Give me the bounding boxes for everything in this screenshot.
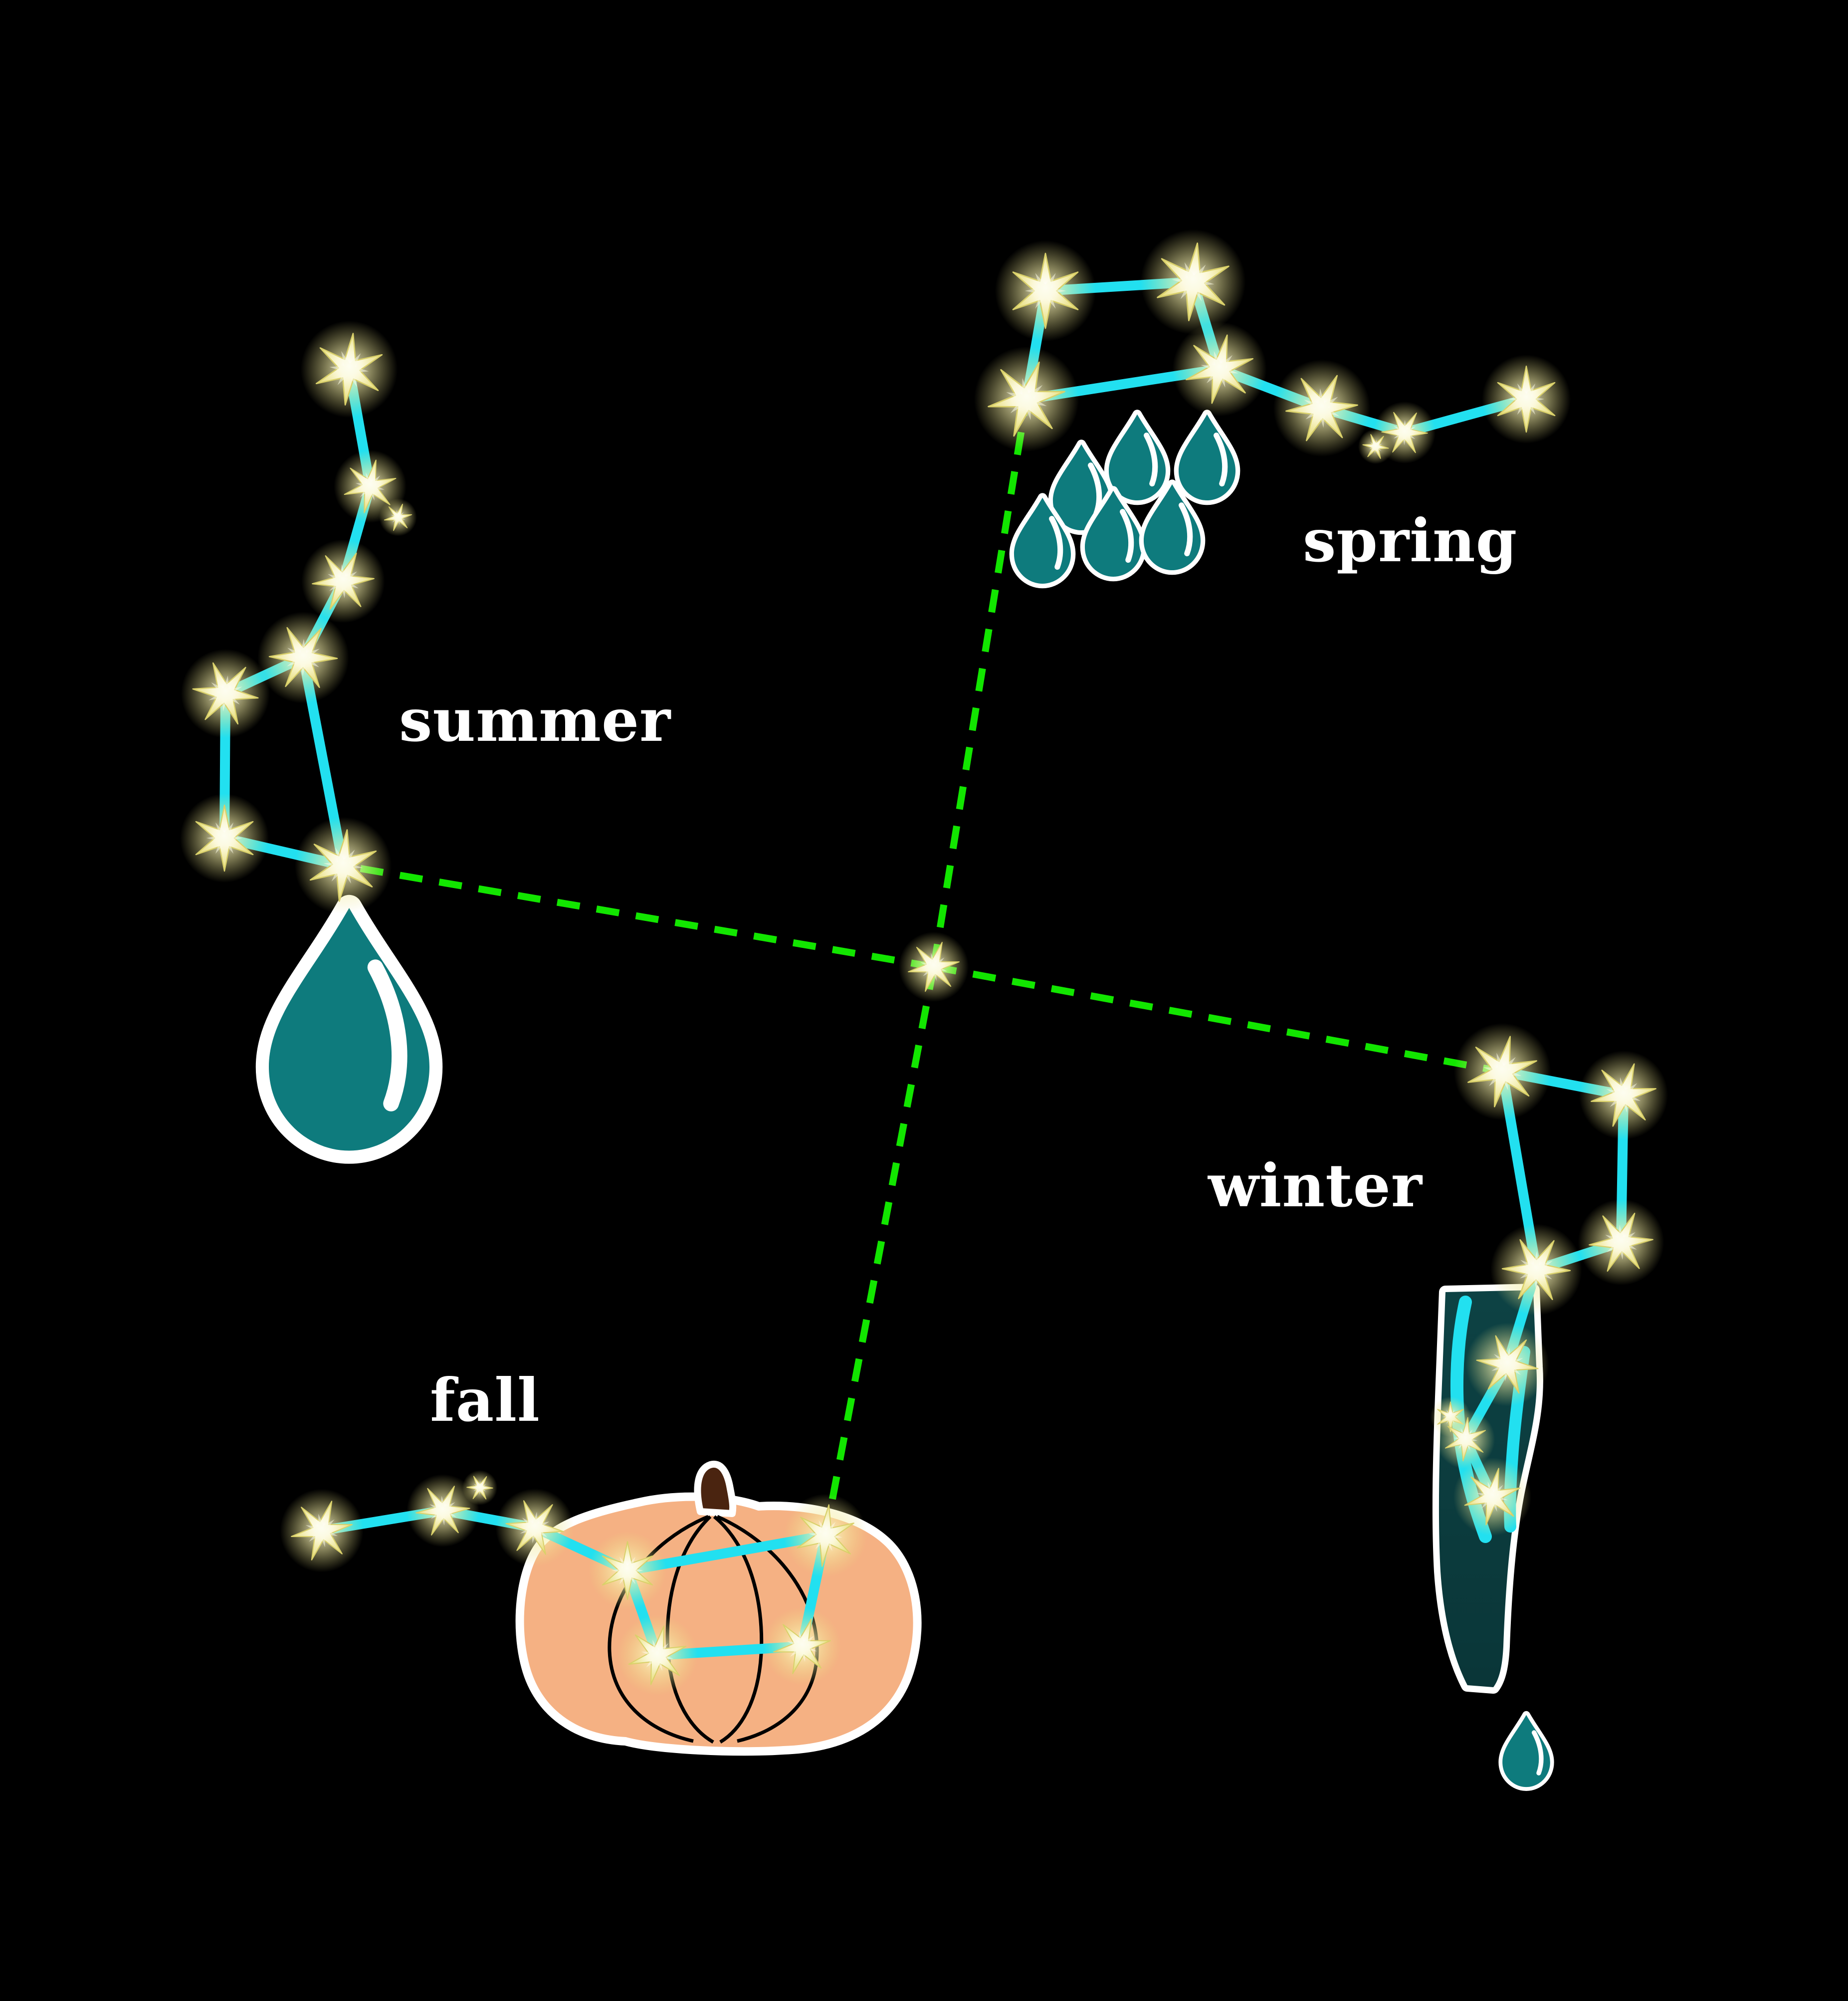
- star-wi2: [1579, 1050, 1668, 1140]
- star-fa4: [495, 1488, 574, 1567]
- constellation-stars-winter: [1430, 1023, 1668, 1536]
- hub-to-winter: [933, 963, 1503, 1075]
- star-su6: [181, 649, 270, 738]
- raindrop-icon-3: [1174, 410, 1240, 505]
- pointer-line-layer: [342, 398, 1503, 1537]
- raindrop-icon-2: [1104, 410, 1171, 505]
- star-wi7: [1436, 1409, 1495, 1469]
- season-label-winter: winter: [1208, 1151, 1423, 1220]
- star-fa3: [462, 1470, 498, 1506]
- star-wi4: [1490, 1224, 1582, 1316]
- season-label-fall: fall: [430, 1365, 540, 1435]
- star-su3: [379, 498, 417, 536]
- season-label-summer: summer: [399, 685, 671, 755]
- pole-star: [898, 931, 969, 1002]
- star-su8: [294, 817, 392, 914]
- star-su5: [257, 612, 349, 703]
- star-su1: [300, 320, 398, 418]
- star-fa5: [588, 1531, 667, 1610]
- star-wi8: [1453, 1457, 1532, 1536]
- star-su4: [301, 539, 385, 623]
- star-layer: [180, 229, 1668, 1696]
- icicle-melt-drop-icon: [1498, 1711, 1554, 1791]
- raindrop-icon-6: [1139, 479, 1206, 575]
- constellation-stars-fall: [280, 1470, 867, 1696]
- star-fa7: [617, 1615, 698, 1696]
- star-fa8: [763, 1607, 841, 1686]
- hub-to-spring: [930, 398, 1030, 968]
- star-sp3: [1172, 322, 1267, 417]
- star-sp7: [1358, 429, 1394, 464]
- season-label-spring: spring: [1303, 506, 1518, 575]
- raindrop-icon-4: [1009, 493, 1076, 589]
- star-su7: [180, 793, 269, 883]
- summer-waterdrop-icon: [255, 894, 443, 1164]
- star-sp8: [1481, 354, 1571, 444]
- star-sp1: [995, 240, 1096, 342]
- star-sp2: [1140, 229, 1246, 335]
- star-wi1: [1453, 1023, 1551, 1120]
- hub-to-summer: [342, 862, 935, 970]
- star-wi3: [1578, 1199, 1664, 1286]
- star-sp4: [974, 346, 1079, 452]
- star-sp5: [1273, 359, 1371, 457]
- raindrop-icon-5: [1080, 486, 1147, 582]
- raindrop-layer: [255, 410, 1554, 1791]
- star-fa6: [784, 1494, 867, 1577]
- constellation-stars-spring: [974, 229, 1571, 464]
- star-wi5: [1465, 1323, 1549, 1406]
- star-fa2: [407, 1474, 479, 1547]
- star-fa1: [280, 1489, 364, 1572]
- hub-to-fall: [822, 966, 937, 1537]
- constellation-stars-summer: [180, 320, 417, 914]
